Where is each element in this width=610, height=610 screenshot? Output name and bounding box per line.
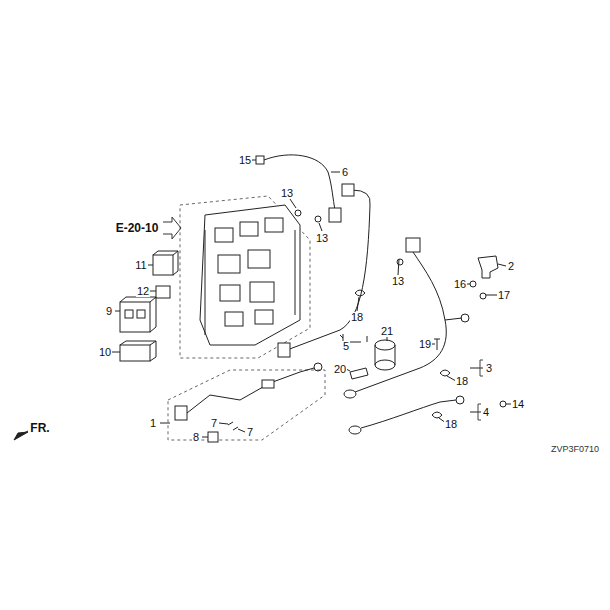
reference-label: E-20-10 bbox=[115, 222, 160, 234]
callout-number: 18 bbox=[350, 312, 364, 323]
callout-number: 13 bbox=[391, 276, 405, 287]
callout-number: 2 bbox=[507, 261, 515, 272]
callout-number: 14 bbox=[511, 399, 525, 410]
drawing-code: ZVP3F0710 bbox=[550, 445, 600, 454]
callout-number: 1 bbox=[149, 418, 157, 429]
callout-number: 18 bbox=[444, 419, 458, 430]
callout-number: 11 bbox=[134, 260, 147, 271]
callout-number: 17 bbox=[497, 290, 511, 301]
front-indicator: FR. bbox=[29, 422, 50, 434]
callout-number: 8 bbox=[192, 432, 200, 443]
callout-number: 7 bbox=[210, 418, 218, 429]
callout-number: 10 bbox=[98, 347, 112, 358]
callout-number: 21 bbox=[380, 326, 394, 337]
callout-number: 9 bbox=[105, 306, 113, 317]
callout-number: 7 bbox=[246, 427, 254, 438]
callout-number: 5 bbox=[342, 341, 350, 352]
callout-number: 16 bbox=[453, 279, 467, 290]
callout-number: 4 bbox=[482, 407, 490, 418]
callout-number: 3 bbox=[485, 363, 493, 374]
callout-number: 19 bbox=[418, 339, 432, 350]
callout-number: 13 bbox=[280, 188, 294, 199]
callout-number: 6 bbox=[341, 167, 349, 178]
callout-number: 13 bbox=[315, 233, 329, 244]
callout-number: 18 bbox=[455, 376, 469, 387]
callout-number: 15 bbox=[238, 155, 252, 166]
callout-number: 20 bbox=[333, 364, 347, 375]
callout-number: 12 bbox=[136, 286, 150, 297]
